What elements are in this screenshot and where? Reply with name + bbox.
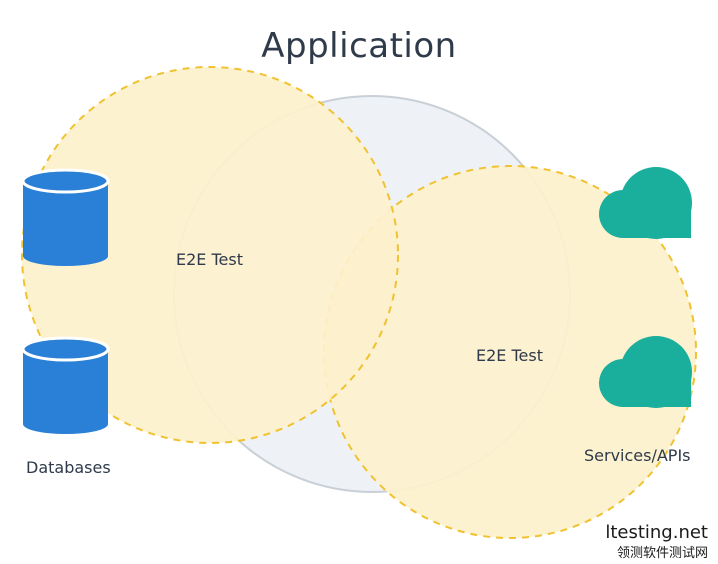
database-icon <box>21 168 110 266</box>
databases-label: Databases <box>26 458 111 477</box>
right-e2e-label: E2E Test <box>476 346 543 365</box>
right-e2e-circle <box>323 165 697 539</box>
watermark-text: 领测软件测试网 <box>616 546 708 561</box>
cloud-icon <box>599 167 692 239</box>
left-e2e-circle <box>21 66 399 444</box>
left-e2e-label: E2E Test <box>176 250 243 269</box>
diagram-title: Application <box>261 26 457 66</box>
watermark-domain: ltesting.net <box>605 522 708 543</box>
database-icon <box>21 336 110 434</box>
cloud-icon <box>599 336 692 408</box>
services-label: Services/APIs <box>584 446 691 465</box>
